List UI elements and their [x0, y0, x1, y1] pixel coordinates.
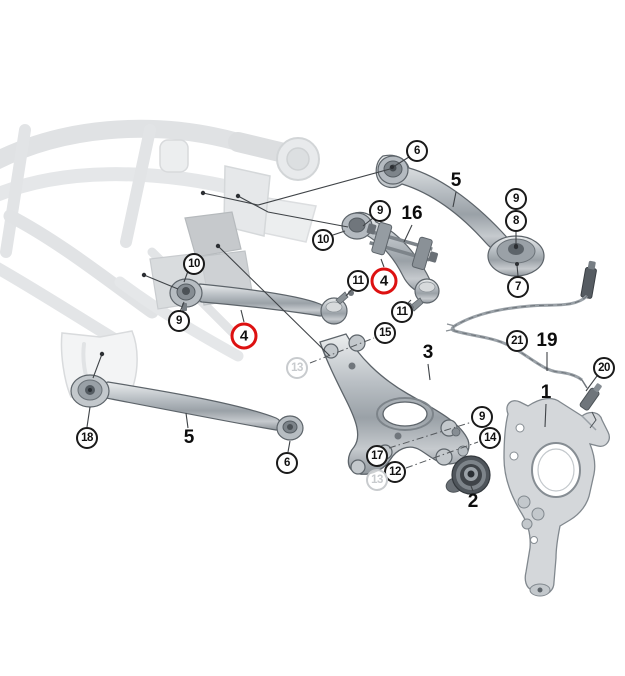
wishbone-part3-drawing: [319, 333, 470, 475]
wheel-carrier-part1-drawing: [503, 397, 610, 597]
leader-dots: [99, 165, 519, 357]
speed-sensor-part20-drawing: [579, 383, 602, 411]
control-arm-part4-left-drawing: [169, 278, 354, 325]
traction-strut-part5-lower-drawing: [70, 374, 304, 441]
bolt-axis-lines: [309, 337, 479, 469]
leader-lines: [86, 156, 598, 492]
rear-subframe-ghost: [0, 119, 320, 398]
bushing-part2-drawing: [445, 455, 491, 495]
abs-sensor-cable-part19-drawing: [445, 260, 602, 429]
adjustment-linkage-part16-drawing: [366, 222, 439, 270]
upper-strut-part5-drawing: [375, 154, 545, 277]
